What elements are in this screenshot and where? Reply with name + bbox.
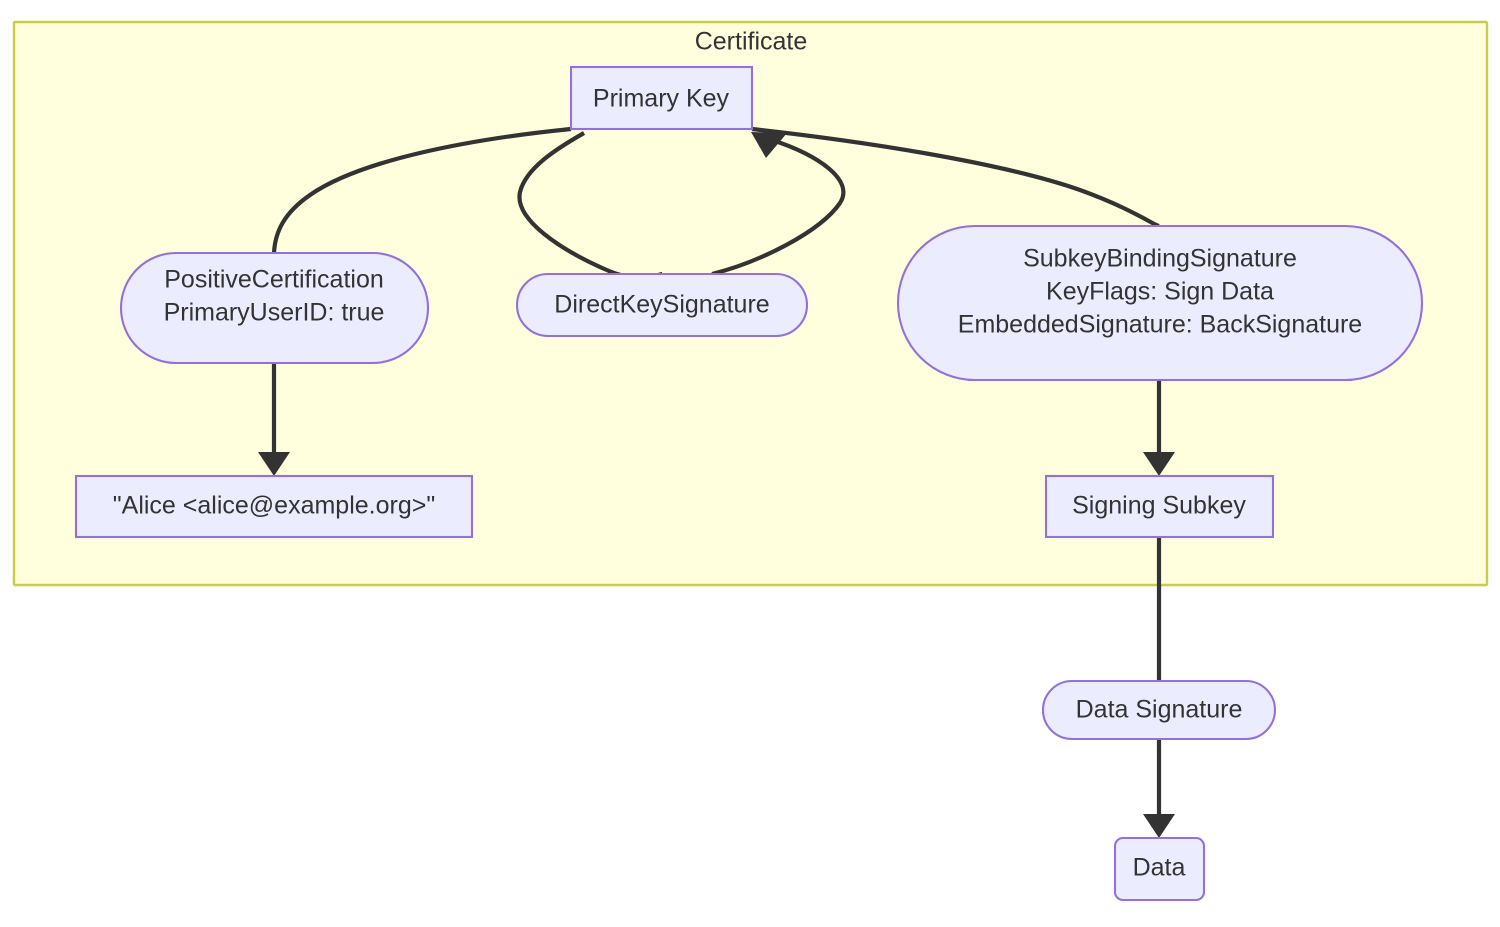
node-subkey-binding-signature-label-line2: KeyFlags: Sign Data [1046, 278, 1274, 306]
node-positive-certification[interactable]: PositiveCertification PrimaryUserID: tru… [119, 251, 430, 365]
node-direct-key-signature-shape [515, 272, 809, 338]
node-signing-subkey-shape [1044, 474, 1275, 539]
node-positive-certification-label-line1: PositiveCertification [164, 266, 384, 294]
node-subkey-binding-signature-shape [896, 224, 1424, 382]
node-layer: Primary Key PositiveCertification Primar… [74, 65, 1424, 902]
node-user-id-label: "Alice <alice@example.org>" [113, 492, 435, 520]
node-data-signature[interactable]: Data Signature [1041, 679, 1277, 741]
node-data-signature-shape [1041, 679, 1277, 741]
node-positive-certification-label-line2: PrimaryUserID: true [164, 299, 385, 327]
node-direct-key-signature-label: DirectKeySignature [554, 291, 769, 319]
node-signing-subkey-label: Signing Subkey [1072, 492, 1246, 520]
edge-directkeysignature-primarykey [711, 138, 846, 277]
arrowhead-to-userid [258, 452, 290, 476]
arrowhead-to-primarykey [751, 132, 787, 158]
node-subkey-binding-signature-label-line3: EmbeddedSignature: BackSignature [958, 311, 1362, 339]
node-direct-key-signature[interactable]: DirectKeySignature [515, 272, 809, 338]
arrowhead-to-signingsubkey [1143, 452, 1175, 476]
node-subkey-binding-signature-label-line1: SubkeyBindingSignature [1023, 245, 1297, 273]
node-data-signature-label: Data Signature [1076, 696, 1243, 724]
arrowhead-to-data [1143, 814, 1175, 838]
node-data-label: Data [1133, 854, 1186, 882]
node-positive-certification-shape [119, 251, 430, 365]
node-signing-subkey[interactable]: Signing Subkey [1044, 474, 1275, 539]
node-primary-key-shape [569, 65, 754, 131]
node-user-id-shape [74, 474, 474, 539]
node-subkey-binding-signature[interactable]: SubkeyBindingSignature KeyFlags: Sign Da… [896, 224, 1424, 382]
subgraph-certificate-title: Certificate [695, 28, 808, 56]
node-data[interactable]: Data [1113, 836, 1206, 902]
node-primary-key[interactable]: Primary Key [569, 65, 754, 131]
edge-primarykey-subkeybindingsignature [751, 126, 1160, 229]
edge-primarykey-positivecertification [271, 126, 572, 254]
node-data-shape [1113, 836, 1206, 902]
edge-layer [258, 126, 1175, 838]
node-primary-key-label: Primary Key [593, 85, 730, 113]
node-user-id[interactable]: "Alice <alice@example.org>" [74, 474, 474, 539]
